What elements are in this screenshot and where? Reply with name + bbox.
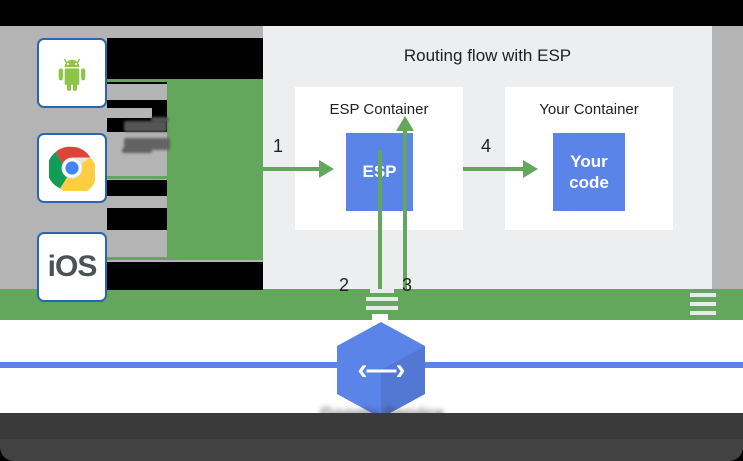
redacted-text	[151, 117, 169, 122]
chrome-icon	[49, 146, 95, 191]
gray-slab	[107, 108, 152, 118]
step-number-3: 3	[402, 275, 413, 295]
decorative-tick	[690, 302, 716, 306]
your-code-box[interactable]: Your code	[553, 133, 625, 211]
client-connector-line	[107, 257, 267, 260]
decorative-tick	[372, 314, 388, 321]
bottom-overlay-lower	[0, 439, 743, 461]
decorative-tick	[366, 297, 398, 301]
client-tile-android[interactable]	[37, 38, 107, 108]
code-brackets-icon: ‹—›	[357, 353, 406, 386]
client-tile-ios[interactable]: iOS	[37, 232, 107, 302]
gray-slab	[107, 196, 167, 208]
client-connector-line	[107, 176, 267, 179]
green-connector-bus	[167, 82, 265, 260]
redacted-text	[122, 148, 152, 153]
ios-label: iOS	[47, 250, 98, 283]
decorative-tick	[690, 311, 716, 315]
routing-flow-panel: Routing flow with ESP ESP Container ESP …	[261, 26, 712, 320]
decorative-tick	[690, 293, 716, 297]
android-icon	[58, 58, 86, 91]
your-container-title: Your Container	[539, 101, 639, 118]
decorative-tick	[366, 306, 398, 310]
client-connector-line	[107, 79, 267, 82]
arrow-1-head	[319, 160, 334, 178]
client-label-strip	[107, 262, 263, 290]
arrow-3-head	[396, 116, 414, 131]
right-gray-background	[712, 26, 743, 289]
arrow-3-line	[403, 121, 407, 320]
arrow-4-line	[463, 167, 525, 171]
service-hexagon[interactable]: ‹—›	[337, 322, 425, 418]
step-number-4: 4	[481, 136, 492, 156]
panel-title: Routing flow with ESP	[403, 46, 572, 65]
client-label-strip	[107, 38, 263, 84]
step-number-1: 1	[273, 136, 284, 156]
redacted-text	[124, 121, 167, 132]
step-number-2: 2	[339, 275, 350, 295]
decorative-tick	[370, 289, 394, 293]
esp-container-title: ESP Container	[329, 101, 429, 118]
green-divider-band	[0, 289, 743, 320]
client-tile-chrome[interactable]	[37, 133, 107, 203]
redacted-text	[124, 138, 170, 150]
arrow-1-line	[261, 167, 321, 171]
arrow-4-head	[523, 160, 538, 178]
arrow-2-line	[378, 150, 382, 320]
your-container-box: Your Container Your code	[505, 87, 673, 230]
